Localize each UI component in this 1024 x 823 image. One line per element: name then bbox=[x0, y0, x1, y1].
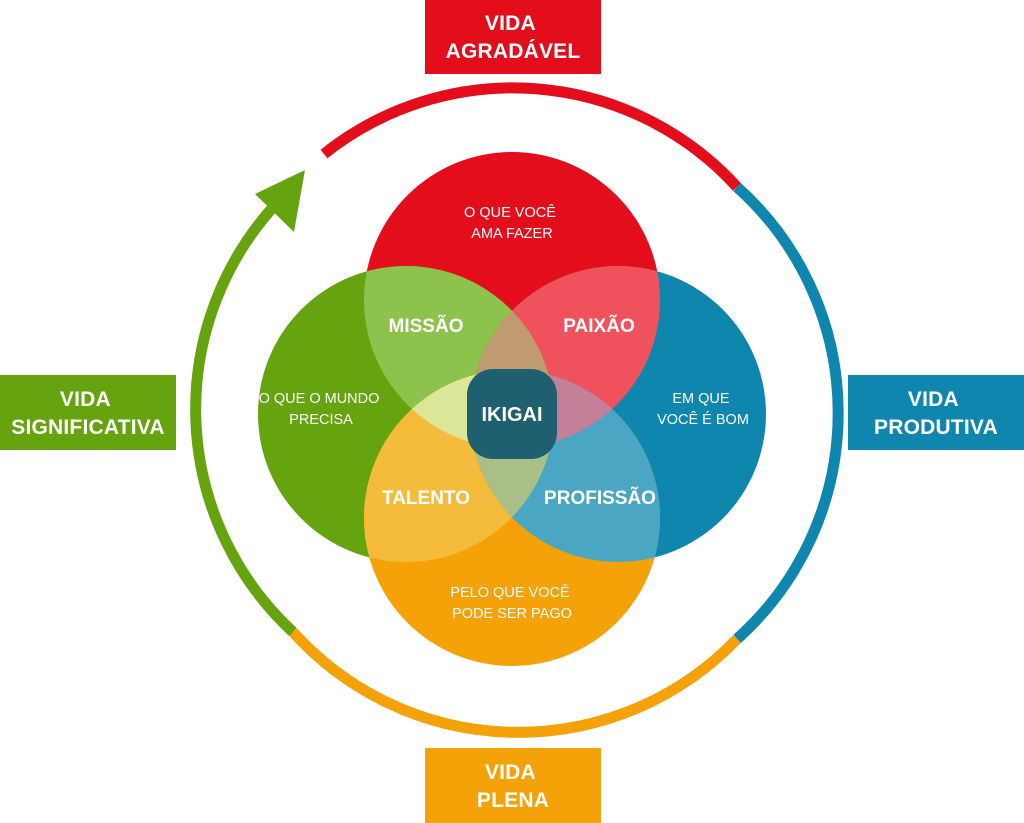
svg-text:VIDA PRODUTIVA: VIDA PRODUTIVA bbox=[874, 388, 998, 439]
label-paixao: PAIXÃO bbox=[563, 315, 634, 337]
label-profissao: PROFISSÃO bbox=[544, 487, 656, 509]
circle-bottom-label: PELO QUE VOCÊ PODE SER PAGO bbox=[450, 584, 573, 622]
circle-right-label: EM QUE VOCÊ É BOM bbox=[657, 391, 749, 428]
ring-arc-green bbox=[190, 200, 297, 637]
ikigai-center bbox=[467, 369, 557, 459]
circle-top-label: O QUE VOCÊ AMA FAZER bbox=[464, 204, 560, 242]
ring-arc-red bbox=[320, 82, 742, 191]
ring-arc-orange bbox=[288, 628, 741, 738]
label-talento: TALENTO bbox=[382, 488, 470, 509]
svg-text:VIDA PLENA: VIDA PLENA bbox=[477, 761, 549, 812]
circle-labels: O QUE VOCÊ AMA FAZER EM QUE VOCÊ É BOM P… bbox=[259, 204, 749, 622]
ring-arc-blue bbox=[733, 182, 844, 644]
circle-left-label: O QUE O MUNDO PRECISA bbox=[259, 391, 384, 428]
box-right: VIDA PRODUTIVA bbox=[848, 375, 1024, 450]
box-top: VIDA AGRADÁVEL bbox=[425, 0, 601, 74]
box-bottom: VIDA PLENA bbox=[425, 748, 601, 823]
label-ikigai: IKIGAI bbox=[481, 404, 542, 426]
label-missao: MISSÃO bbox=[389, 315, 464, 337]
svg-text:VIDA AGRADÁVEL: VIDA AGRADÁVEL bbox=[446, 12, 581, 63]
outer-ring bbox=[190, 82, 844, 738]
svg-text:VIDA SIGNIFICATIVA: VIDA SIGNIFICATIVA bbox=[11, 388, 165, 439]
arrow-head-icon bbox=[255, 170, 305, 232]
box-left: VIDA SIGNIFICATIVA bbox=[0, 375, 176, 450]
overlap-labels: MISSÃO PAIXÃO TALENTO PROFISSÃO IKIGAI bbox=[382, 315, 656, 509]
